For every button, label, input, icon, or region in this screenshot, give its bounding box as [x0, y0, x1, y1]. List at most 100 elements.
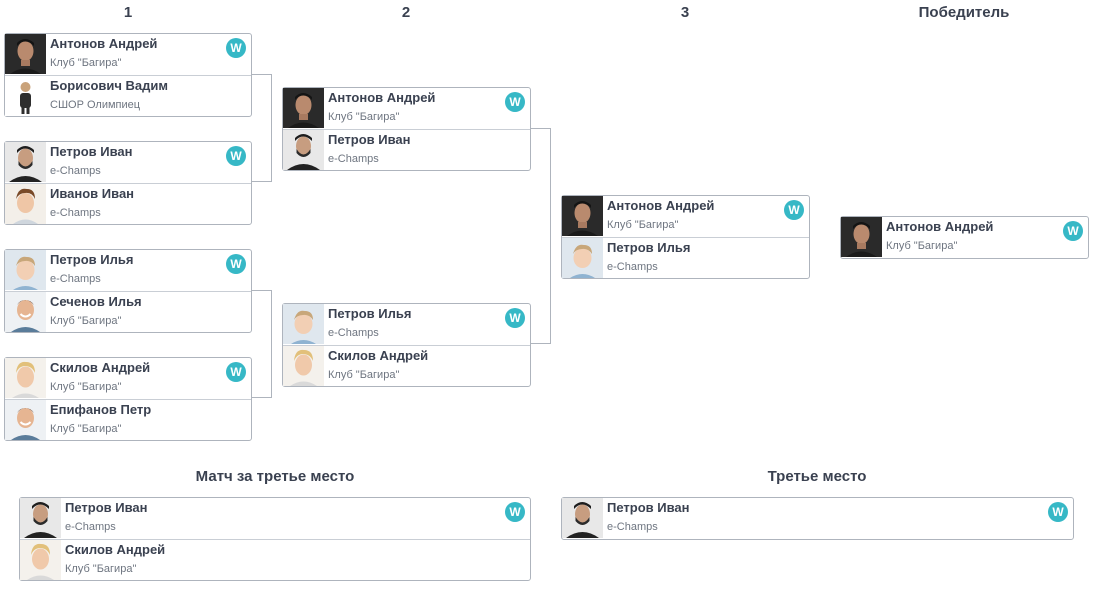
player-name: Антонов Андрей	[607, 197, 714, 214]
winner-badge-icon: W	[226, 146, 246, 166]
player-club: e-Champs	[607, 259, 690, 275]
player-name: Сеченов Илья	[50, 293, 142, 310]
winner-badge-icon: W	[1048, 502, 1068, 522]
player-row[interactable]: Скилов Андрей Клуб "Багира"	[20, 539, 530, 580]
player-club: Клуб "Багира"	[65, 561, 165, 577]
player-name: Петров Иван	[328, 131, 411, 148]
player-avatar	[5, 142, 46, 182]
player-row[interactable]: Петров Иван e-Champs W	[5, 142, 251, 183]
winner-badge-icon: W	[505, 92, 525, 112]
winner-badge-icon: W	[784, 200, 804, 220]
player-row[interactable]: Антонов Андрей Клуб "Багира" W	[562, 196, 809, 237]
player-club: Клуб "Багира"	[607, 217, 714, 233]
player-row[interactable]: Антонов Андрей Клуб "Багира" W	[5, 34, 251, 75]
player-name: Скилов Андрей	[328, 347, 428, 364]
player-name: Иванов Иван	[50, 185, 134, 202]
match-r1-1[interactable]: Антонов Андрей Клуб "Багира" W Борисович…	[4, 33, 252, 117]
player-club: Клуб "Багира"	[328, 367, 428, 383]
player-name: Петров Илья	[50, 251, 133, 268]
player-avatar	[562, 238, 603, 278]
match-r1-2[interactable]: Петров Иван e-Champs W Иванов Иван e-Cha…	[4, 141, 252, 225]
player-name: Антонов Андрей	[328, 89, 435, 106]
player-row[interactable]: Петров Иван e-Champs W	[20, 498, 530, 539]
player-club: Клуб "Багира"	[50, 421, 151, 437]
player-avatar	[283, 88, 324, 128]
third-place-title: Третье место	[717, 468, 917, 485]
connector-r1-a	[251, 74, 272, 182]
player-avatar	[283, 346, 324, 386]
player-name: Антонов Андрей	[886, 218, 993, 235]
player-club: СШОР Олимпиец	[50, 97, 168, 113]
match-winner[interactable]: Антонов Андрей Клуб "Багира" W	[840, 216, 1089, 259]
winner-badge-icon: W	[226, 362, 246, 382]
player-name: Антонов Андрей	[50, 35, 157, 52]
player-row[interactable]: Петров Иван e-Champs	[283, 129, 530, 170]
player-name: Епифанов Петр	[50, 401, 151, 418]
winner-badge-icon: W	[1063, 221, 1083, 241]
player-row[interactable]: Епифанов Петр Клуб "Багира"	[5, 399, 251, 440]
player-club: e-Champs	[328, 325, 411, 341]
player-name: Петров Иван	[50, 143, 133, 160]
player-avatar	[841, 217, 882, 257]
player-avatar	[5, 250, 46, 290]
player-row[interactable]: Антонов Андрей Клуб "Багира" W	[283, 88, 530, 129]
player-avatar	[5, 292, 46, 332]
player-name: Борисович Вадим	[50, 77, 168, 94]
player-club: Клуб "Багира"	[328, 109, 435, 125]
player-name: Петров Иван	[607, 499, 690, 516]
player-avatar	[5, 76, 46, 116]
player-avatar	[5, 400, 46, 440]
match-r1-4[interactable]: Скилов Андрей Клуб "Багира" W Епифанов П…	[4, 357, 252, 441]
player-club: e-Champs	[65, 519, 148, 535]
player-avatar	[283, 304, 324, 344]
player-avatar	[283, 130, 324, 170]
player-row[interactable]: Антонов Андрей Клуб "Багира" W	[841, 217, 1088, 258]
match-r2-1[interactable]: Антонов Андрей Клуб "Багира" W Петров Ив…	[282, 87, 531, 171]
round-3-title: 3	[665, 4, 705, 21]
player-club: Клуб "Багира"	[50, 55, 157, 71]
player-avatar	[5, 34, 46, 74]
player-avatar	[20, 498, 61, 538]
player-row[interactable]: Скилов Андрей Клуб "Багира" W	[5, 358, 251, 399]
winner-badge-icon: W	[226, 38, 246, 58]
winner-round-title: Победитель	[884, 4, 1044, 21]
player-club: e-Champs	[328, 151, 411, 167]
player-club: Клуб "Багира"	[50, 313, 142, 329]
player-name: Скилов Андрей	[50, 359, 150, 376]
winner-badge-icon: W	[505, 308, 525, 328]
player-avatar	[5, 358, 46, 398]
player-club: Клуб "Багира"	[50, 379, 150, 395]
match-r1-3[interactable]: Петров Илья e-Champs W Сеченов Илья Клуб…	[4, 249, 252, 333]
player-name: Петров Илья	[607, 239, 690, 256]
match-r2-2[interactable]: Петров Илья e-Champs W Скилов Андрей Клу…	[282, 303, 531, 387]
player-club: e-Champs	[50, 271, 133, 287]
round-1-title: 1	[108, 4, 148, 21]
match-third-place[interactable]: Петров Иван e-Champs W Скилов Андрей Клу…	[19, 497, 531, 581]
player-name: Петров Илья	[328, 305, 411, 322]
third-place-match-title: Матч за третье место	[130, 468, 420, 485]
player-row[interactable]: Петров Иван e-Champs W	[562, 498, 1073, 539]
connector-r2	[530, 128, 551, 344]
round-2-title: 2	[386, 4, 426, 21]
player-row[interactable]: Борисович Вадим СШОР Олимпиец	[5, 75, 251, 116]
player-row[interactable]: Иванов Иван e-Champs	[5, 183, 251, 224]
player-row[interactable]: Петров Илья e-Champs W	[5, 250, 251, 291]
player-row[interactable]: Скилов Андрей Клуб "Багира"	[283, 345, 530, 386]
player-avatar	[20, 540, 61, 580]
match-third-place-result[interactable]: Петров Иван e-Champs W	[561, 497, 1074, 540]
player-row[interactable]: Петров Илья e-Champs W	[283, 304, 530, 345]
match-r3-1[interactable]: Антонов Андрей Клуб "Багира" W Петров Ил…	[561, 195, 810, 279]
player-avatar	[562, 196, 603, 236]
connector-r1-b	[251, 290, 272, 398]
player-name: Петров Иван	[65, 499, 148, 516]
player-club: e-Champs	[50, 205, 134, 221]
winner-badge-icon: W	[226, 254, 246, 274]
player-club: e-Champs	[50, 163, 133, 179]
player-club: Клуб "Багира"	[886, 238, 993, 254]
player-avatar	[5, 184, 46, 224]
player-row[interactable]: Петров Илья e-Champs	[562, 237, 809, 278]
player-row[interactable]: Сеченов Илья Клуб "Багира"	[5, 291, 251, 332]
winner-badge-icon: W	[505, 502, 525, 522]
player-avatar	[562, 498, 603, 538]
player-club: e-Champs	[607, 519, 690, 535]
